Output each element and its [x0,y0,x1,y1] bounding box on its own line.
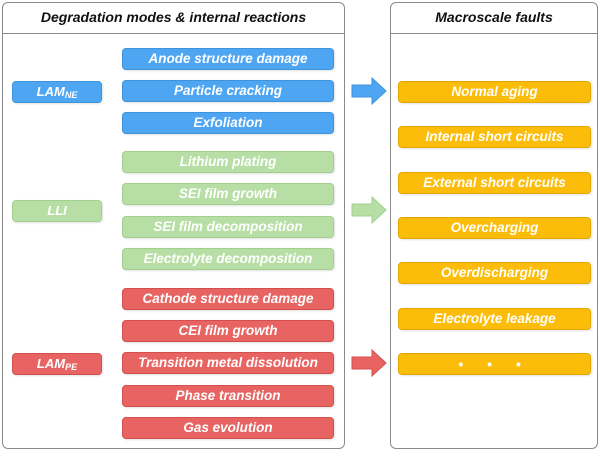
reaction-anode-structure-damage: Anode structure damage [122,48,334,70]
mode-lam-ne-base: LAM [36,84,65,99]
fault-normal-aging: Normal aging [398,81,591,103]
reaction-particle-cracking: Particle cracking [122,80,334,102]
arrow-pe-icon [351,348,387,378]
fault-more-ellipsis: • • • [398,353,591,375]
reaction-transition-metal-dissolution: Transition metal dissolution [122,352,334,374]
arrow-lli-icon [351,195,387,225]
mode-lam-pe-base: LAM [36,356,66,371]
reaction-sei-film-decomposition: SEI film decomposition [122,216,334,238]
mode-lli: LLI [12,200,102,222]
reaction-cathode-structure-damage: Cathode structure damage [122,288,334,310]
mode-lam-pe-sub: PE [65,362,78,372]
reaction-exfoliation: Exfoliation [122,112,334,134]
mode-lam-ne-sub: NE [64,90,78,100]
mode-lam-pe: LAMPE [12,353,102,375]
reaction-gas-evolution: Gas evolution [122,417,334,439]
arrow-ne-icon [351,76,387,106]
mode-lli-label: LLI [47,203,67,218]
degradation-panel-title: Degradation modes & internal reactions [3,3,344,34]
mode-lam-ne: LAMNE [12,81,102,103]
reaction-lithium-plating: Lithium plating [122,151,334,173]
fault-overcharging: Overcharging [398,217,591,239]
fault-overdischarging: Overdischarging [398,262,591,284]
reaction-phase-transition: Phase transition [122,385,334,407]
fault-internal-short-circuits: Internal short circuits [398,126,591,148]
fault-external-short-circuits: External short circuits [398,172,591,194]
reaction-sei-film-growth: SEI film growth [122,183,334,205]
faults-panel-title: Macroscale faults [391,3,597,34]
reaction-electrolyte-decomposition: Electrolyte decomposition [122,248,334,270]
reaction-cei-film-growth: CEI film growth [122,320,334,342]
fault-electrolyte-leakage: Electrolyte leakage [398,308,591,330]
